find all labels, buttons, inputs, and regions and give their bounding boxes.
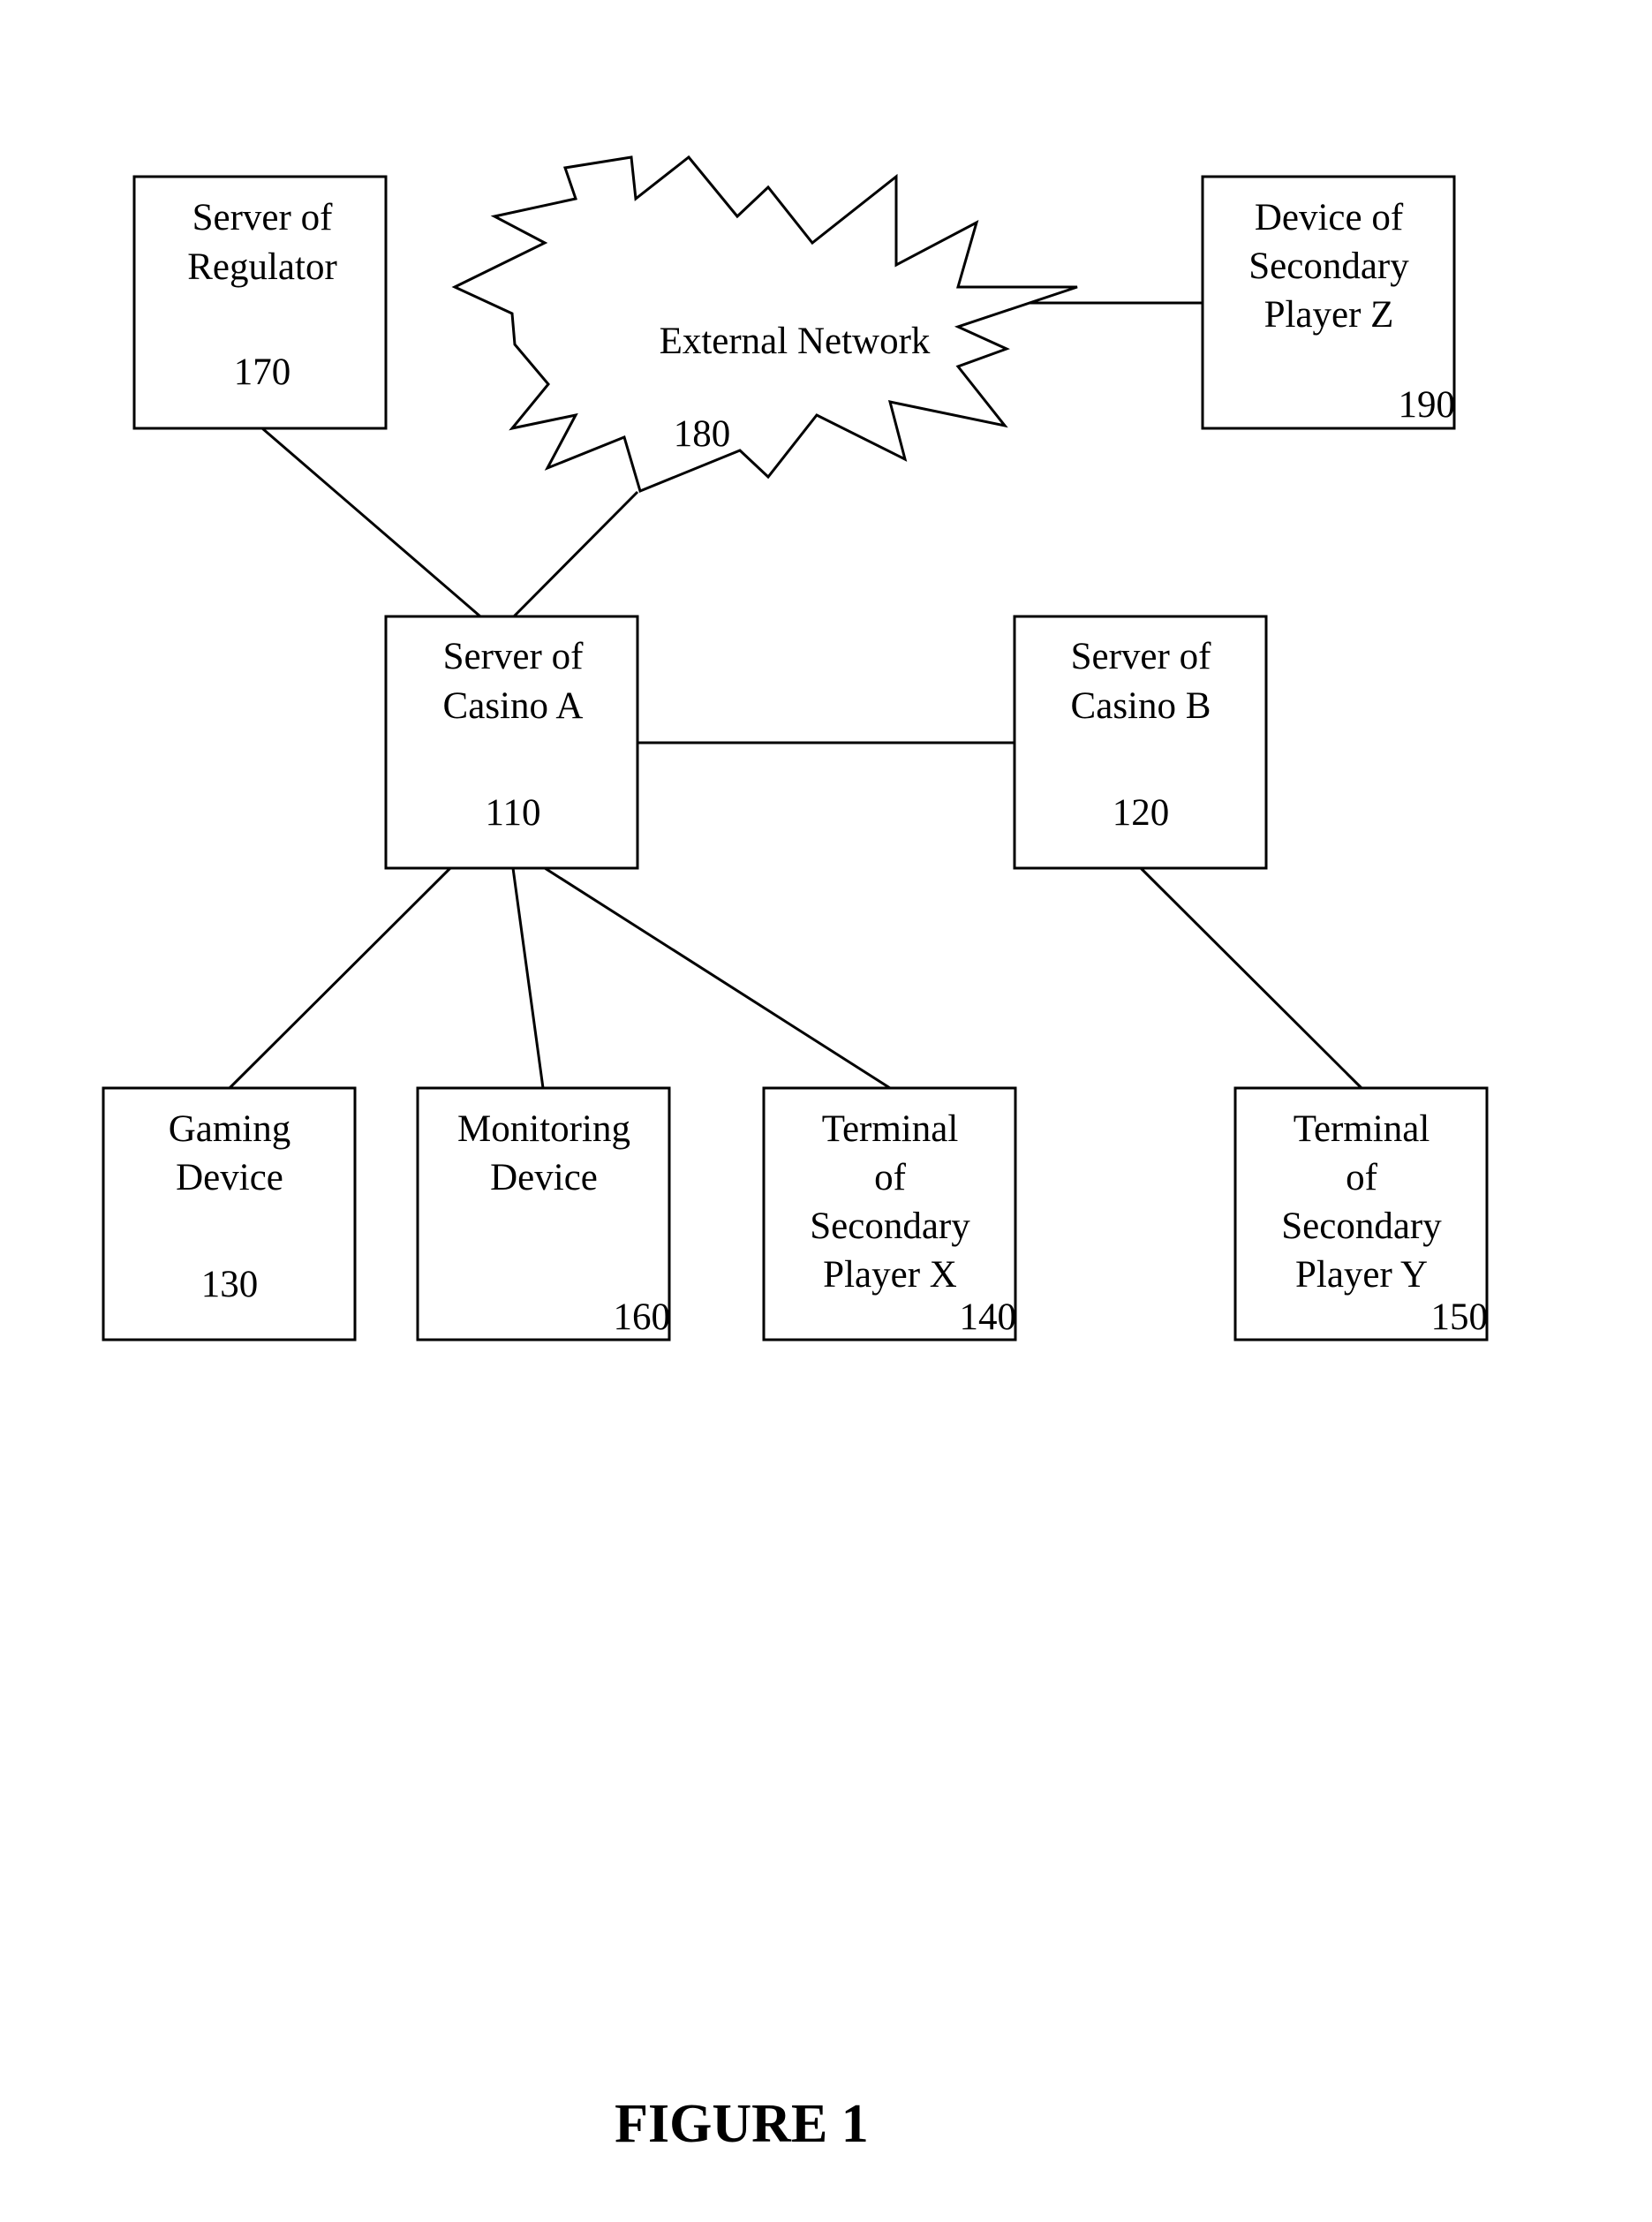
terminal-y-label-1: Terminal (1294, 1108, 1430, 1150)
player-z-label-1: Device of (1255, 197, 1404, 238)
terminal-y-label-2: of (1346, 1157, 1378, 1198)
terminal-x-label-3: Secondary (810, 1205, 970, 1247)
casino-b-label-1: Server of (1071, 636, 1211, 677)
network-label: External Network (660, 321, 931, 362)
regulator-ref: 170 (234, 351, 291, 393)
terminal-x-label-4: Player X (823, 1254, 957, 1296)
figure-caption: FIGURE 1 (0, 2093, 1483, 2156)
gaming-device-ref: 130 (201, 1264, 259, 1305)
node-monitoring-device: Monitoring Device 160 (418, 1088, 670, 1340)
node-player-z: Device of Secondary Player Z 190 (1203, 177, 1455, 428)
node-regulator: Server of Regulator 170 (134, 177, 386, 428)
edge-casino-a-terminal-x (545, 868, 890, 1088)
monitoring-device-label-1: Monitoring (457, 1108, 630, 1150)
casino-a-label-1: Server of (443, 636, 584, 677)
terminal-y-ref: 150 (1431, 1296, 1489, 1338)
terminal-x-label-1: Terminal (822, 1108, 959, 1150)
casino-b-ref: 120 (1113, 792, 1170, 834)
node-terminal-y: Terminal of Secondary Player Y 150 (1235, 1088, 1488, 1340)
monitoring-device-label-2: Device (490, 1157, 598, 1198)
edge-casino-a-monitoring (513, 868, 543, 1088)
terminal-y-label-3: Secondary (1281, 1205, 1442, 1247)
casino-a-label-2: Casino A (443, 685, 584, 727)
gaming-device-label-2: Device (176, 1157, 283, 1198)
player-z-label-3: Player Z (1264, 294, 1394, 336)
player-z-label-2: Secondary (1248, 246, 1409, 287)
edge-regulator-casino-a (262, 428, 480, 616)
monitoring-device-ref: 160 (614, 1296, 671, 1338)
regulator-label-2: Regulator (187, 246, 337, 288)
node-external-network: External Network 180 (455, 157, 1077, 491)
terminal-y-label-4: Player Y (1295, 1254, 1428, 1296)
terminal-x-label-2: of (874, 1157, 907, 1198)
node-terminal-x: Terminal of Secondary Player X 140 (764, 1088, 1016, 1340)
node-casino-b: Server of Casino B 120 (1015, 616, 1266, 868)
casino-b-label-2: Casino B (1071, 685, 1211, 727)
player-z-ref: 190 (1399, 384, 1456, 426)
regulator-label-1: Server of (192, 197, 333, 238)
node-gaming-device: Gaming Device 130 (103, 1088, 355, 1340)
svg-text:External Network: External Network (660, 321, 931, 362)
edge-casino-a-gaming (230, 868, 450, 1088)
node-casino-a: Server of Casino A 110 (386, 616, 637, 868)
network-ref: 180 (674, 413, 731, 455)
casino-a-ref: 110 (486, 792, 541, 834)
gaming-device-label-1: Gaming (169, 1108, 291, 1150)
edge-network-casino-a (514, 492, 637, 616)
edge-casino-b-terminal-y (1141, 868, 1362, 1088)
terminal-x-ref: 140 (960, 1296, 1017, 1338)
